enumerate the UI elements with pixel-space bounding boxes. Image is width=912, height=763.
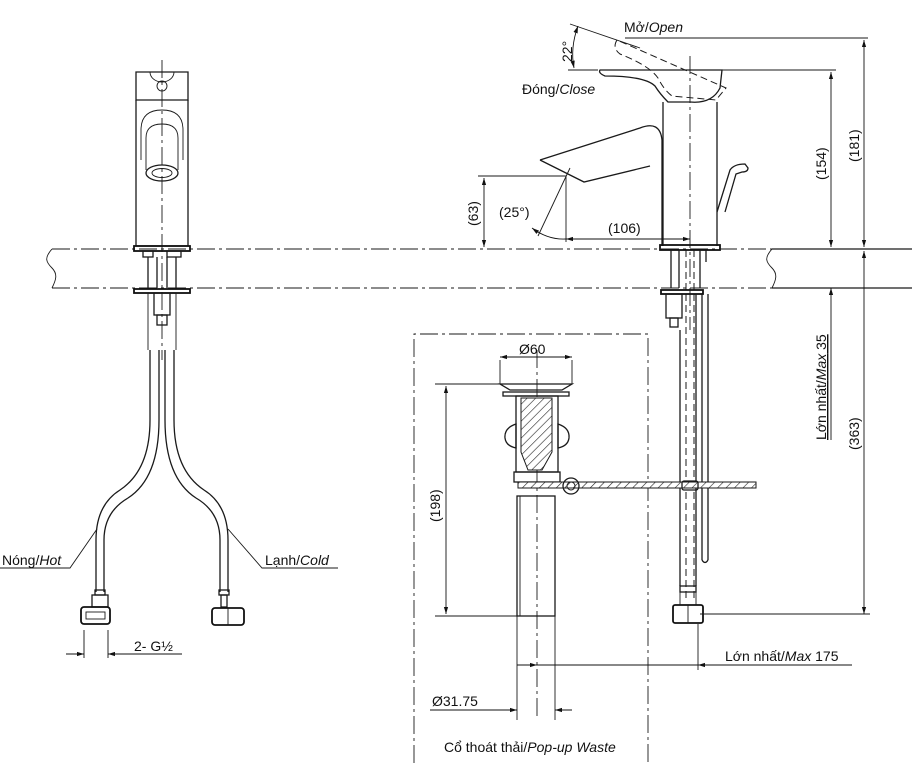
- front-aerator-inner: [151, 168, 173, 178]
- waste-flange: [497, 383, 575, 391]
- cold-nipple: [220, 594, 228, 608]
- pivot-nut: [562, 477, 580, 495]
- flange-dia-label: Ø60: [519, 341, 546, 357]
- max175-label: Lớn nhất/Max 175: [725, 648, 839, 664]
- cold-hose-inner: [164, 350, 221, 592]
- spout-angle-arc: [531, 227, 567, 240]
- front-cap-arc: [149, 71, 175, 83]
- front-spout-outline: [140, 109, 184, 160]
- spout-height-label: (63): [465, 201, 481, 226]
- waste-clip-right: [557, 423, 570, 449]
- side-ferrule: [679, 585, 697, 593]
- side-body: [662, 102, 718, 246]
- open-label: Mở/Open: [624, 19, 683, 35]
- lever-angle-arc: [570, 25, 579, 69]
- pivot-ball: [566, 481, 576, 491]
- lever-angle-annotation: [568, 23, 868, 71]
- front-inlet-stub-right: [166, 250, 182, 258]
- pop-up-linkage-rod: [517, 481, 757, 489]
- total-length-label: (363): [846, 417, 862, 450]
- hot-connector-thread: [85, 611, 106, 620]
- front-aerator-outer: [145, 164, 179, 182]
- waste-tailpiece: [516, 495, 556, 617]
- pop-up-rod-handle: [716, 163, 749, 213]
- front-indicator-dot: [156, 80, 168, 92]
- waste-dimensions: [430, 354, 852, 713]
- cold-label: Lạnh/Cold: [265, 552, 330, 568]
- side-stud-tip: [669, 317, 679, 328]
- spout-dimensions: [478, 167, 690, 247]
- break-line-left: [46, 248, 57, 289]
- hot-hose-outer: [95, 350, 151, 592]
- total-height-label: (181): [846, 129, 862, 162]
- spout-reach-label: (106): [608, 220, 641, 236]
- body-height-label: (154): [813, 147, 829, 180]
- countertop: [46, 248, 912, 289]
- rod-clip: [681, 480, 699, 491]
- front-stud-tip: [156, 314, 168, 326]
- side-base-flange: [659, 244, 721, 251]
- waste-height-label: (198): [427, 489, 443, 522]
- faucet-side-view: [539, 39, 749, 624]
- spout-angle-ref-line: [537, 167, 571, 237]
- waste-clip-left: [504, 423, 517, 449]
- pop-up-rod-end: [701, 559, 709, 564]
- hot-hose-inner: [103, 350, 160, 592]
- max35-label: Lớn nhất/Max 35: [813, 334, 829, 440]
- spout-angle-label: (25°): [499, 204, 530, 220]
- break-line-right: [766, 248, 777, 289]
- lever-open-dashed: [614, 39, 727, 101]
- thread-label: 2- G½: [134, 638, 173, 654]
- hot-label: Nóng/Hot: [2, 552, 62, 568]
- lever-open-ref-line: [569, 23, 641, 49]
- cold-hose-outer: [173, 350, 229, 592]
- pop-up-waste-section: [413, 333, 757, 763]
- spout-top: [539, 125, 663, 246]
- lever-closed: [598, 69, 723, 103]
- hot-nipple: [91, 594, 109, 608]
- lever-angle-label: 22°: [559, 41, 575, 62]
- height-dimensions: [700, 40, 870, 615]
- pop-up-waste-label: Cổ thoát thải/Pop-up Waste: [444, 739, 616, 755]
- hot-connector-nut: [80, 606, 111, 625]
- front-base-flange: [133, 245, 191, 252]
- waste-plug-hatched: [520, 397, 553, 471]
- front-spout-inner: [145, 123, 179, 170]
- faucet-front-view: [0, 60, 338, 658]
- cold-leader-line: [227, 528, 338, 569]
- side-mounting-nut: [665, 293, 683, 319]
- hot-leader-line: [0, 528, 98, 569]
- spout-bottom: [539, 159, 651, 183]
- basin-outline: [413, 333, 649, 763]
- pipe-dia-label: Ø31.75: [432, 693, 478, 709]
- side-rod-guide: [699, 250, 707, 288]
- close-label: Đóng/Close: [522, 81, 595, 97]
